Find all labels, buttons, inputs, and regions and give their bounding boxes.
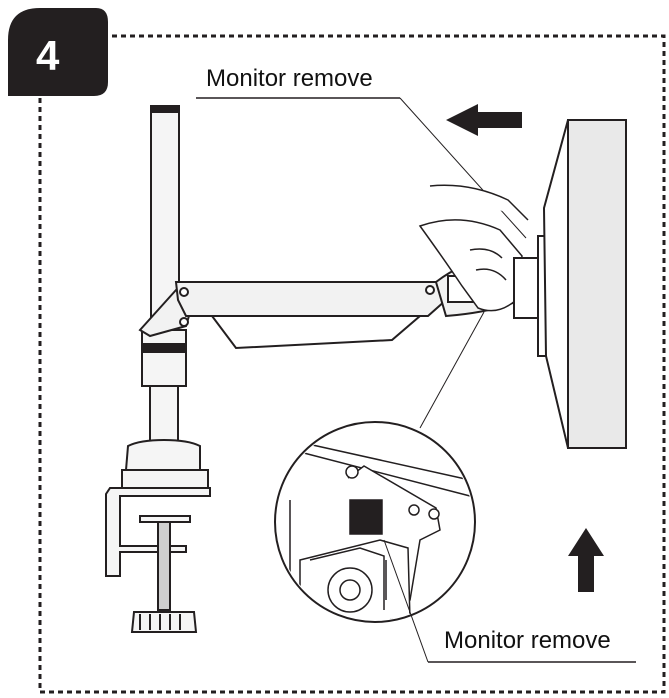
step-number: 4 — [36, 32, 60, 79]
gas-spring-arm — [138, 259, 522, 350]
arrow-up-icon — [568, 528, 604, 592]
bottom-label-leader — [383, 539, 429, 663]
top-label-leader — [399, 97, 527, 239]
monitor-remove-label-top: Monitor remove — [206, 65, 373, 92]
arrow-left-icon — [446, 104, 522, 136]
desk-clamp — [105, 487, 211, 633]
support-pole — [121, 105, 209, 489]
detail-magnifier — [274, 421, 476, 623]
monitor — [542, 119, 627, 449]
monitor-remove-label-bottom: Monitor remove — [444, 627, 611, 654]
detail-leader — [419, 311, 485, 429]
dashed-frame — [38, 34, 666, 694]
hand-illustration — [418, 184, 529, 312]
step-badge: 4 — [8, 8, 108, 96]
